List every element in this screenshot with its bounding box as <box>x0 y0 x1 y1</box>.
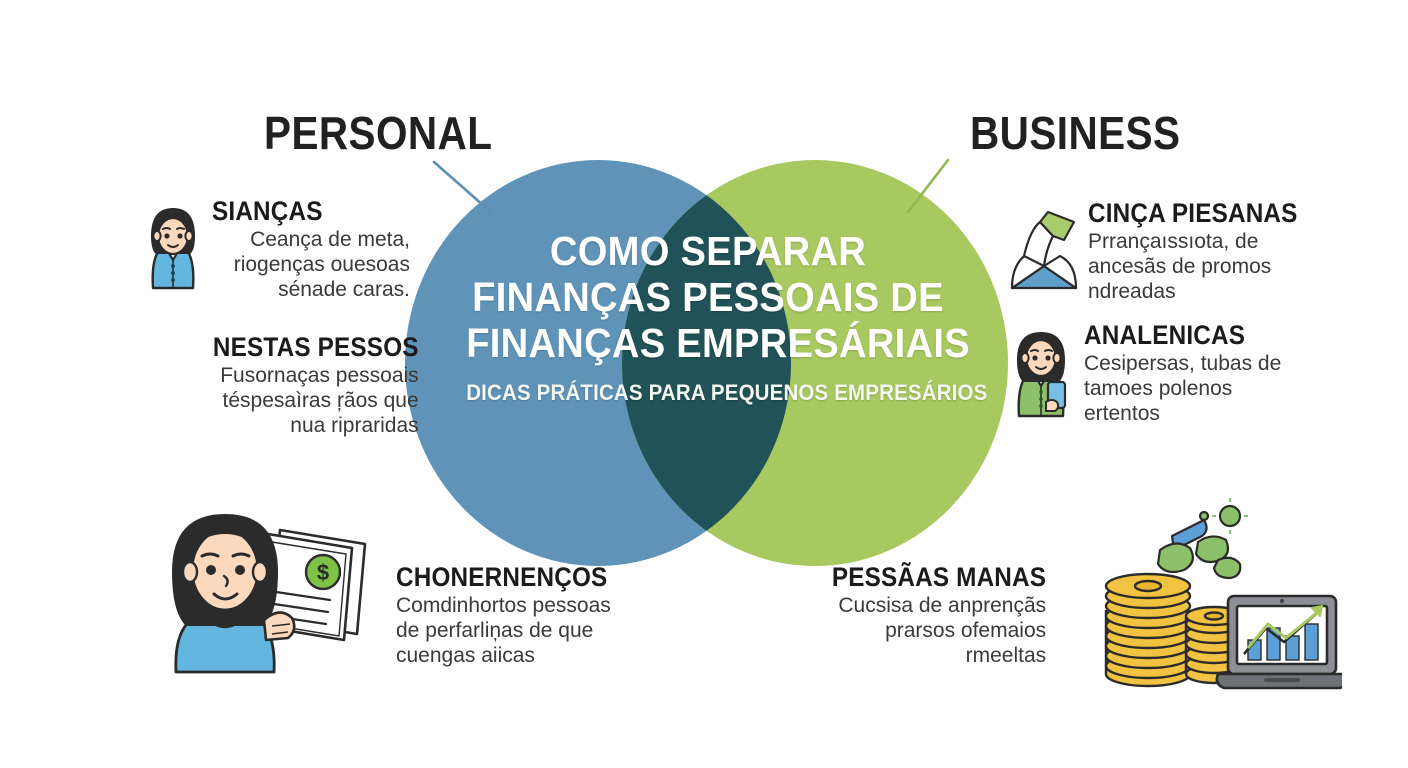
callout-cinca-title: CINÇA PIESANAS <box>1088 198 1298 228</box>
callout-chonernencos-text: CHONERNENÇOS Comdinhortos pessoas de per… <box>396 562 631 668</box>
svg-text:$: $ <box>317 560 329 585</box>
callout-siancas: SIANÇAS Ceança de meta, riogenças ouesoa… <box>142 196 410 302</box>
callout-siancas-title: SIANÇAS <box>212 196 323 226</box>
callout-pessoas-manas: PESSÃAS MANAS Cucsisa de anprençãs prars… <box>808 498 1349 708</box>
callout-pessoas-text: PESSÃAS MANAS Cucsisa de anprençãs prars… <box>808 558 1046 668</box>
open-book-bookmark-icon <box>1006 200 1082 296</box>
venn-label-personal: PERSONAL <box>264 107 493 159</box>
callout-nestas-text: NESTAS PESSOS Fusornaças pessoais téspes… <box>190 332 419 438</box>
callout-nestas-body: Fusornaças pessoais téspesaìras ŗãos que… <box>220 364 419 437</box>
callout-chonernencos-title: CHONERNENÇOS <box>396 562 608 592</box>
coins-laptop-chart-icon <box>1052 498 1349 708</box>
callout-cinca-body: Prrançaıssıota, de ancesãs de promos ndr… <box>1088 230 1272 303</box>
callout-siancas-text: SIANÇAS Ceança de meta, riogenças ouesoa… <box>212 196 410 302</box>
callout-analenicas-title: ANALENICAS <box>1084 320 1246 350</box>
callout-analenicas: ANALENICAS Cesipersas, tubas de tamoes p… <box>1006 320 1291 426</box>
callout-siancas-body: Ceança de meta, riogenças ouesoas sénade… <box>233 228 410 301</box>
callout-nestas-pessos: NESTAS PESSOS Fusornaças pessoais téspes… <box>190 332 419 438</box>
callout-pessoas-title: PESSÃAS MANAS <box>831 562 1047 592</box>
woman-green-shirt-phone-icon <box>1006 324 1078 420</box>
callout-analenicas-body: Cesipersas, tubas de tamoes polenos erte… <box>1084 352 1282 425</box>
callout-analenicas-text: ANALENICAS Cesipersas, tubas de tamoes p… <box>1084 320 1291 426</box>
callout-cinca-piesanas: CINÇA PIESANAS Prrançaıssıota, de ancesã… <box>1006 198 1297 304</box>
callout-nestas-title: NESTAS PESSOS <box>212 332 419 362</box>
woman-documents-dollar-icon: $ <box>160 494 390 674</box>
woman-blue-shirt-icon <box>142 202 204 294</box>
callout-pessoas-body: Cucsisa de anprençãs prarsos ofemaios rm… <box>838 594 1047 667</box>
callout-chonernencos: $ <box>160 500 630 674</box>
venn-overlap <box>622 160 791 566</box>
leader-line-business <box>906 158 950 214</box>
venn-label-business: BUSINESS <box>970 107 1181 159</box>
callout-chonernencos-body: Comdinhortos pessoas de perfarliņas de q… <box>396 594 611 667</box>
callout-cinca-text: CINÇA PIESANAS Prrançaıssıota, de ancesã… <box>1088 198 1321 304</box>
leader-line-personal <box>432 160 494 215</box>
